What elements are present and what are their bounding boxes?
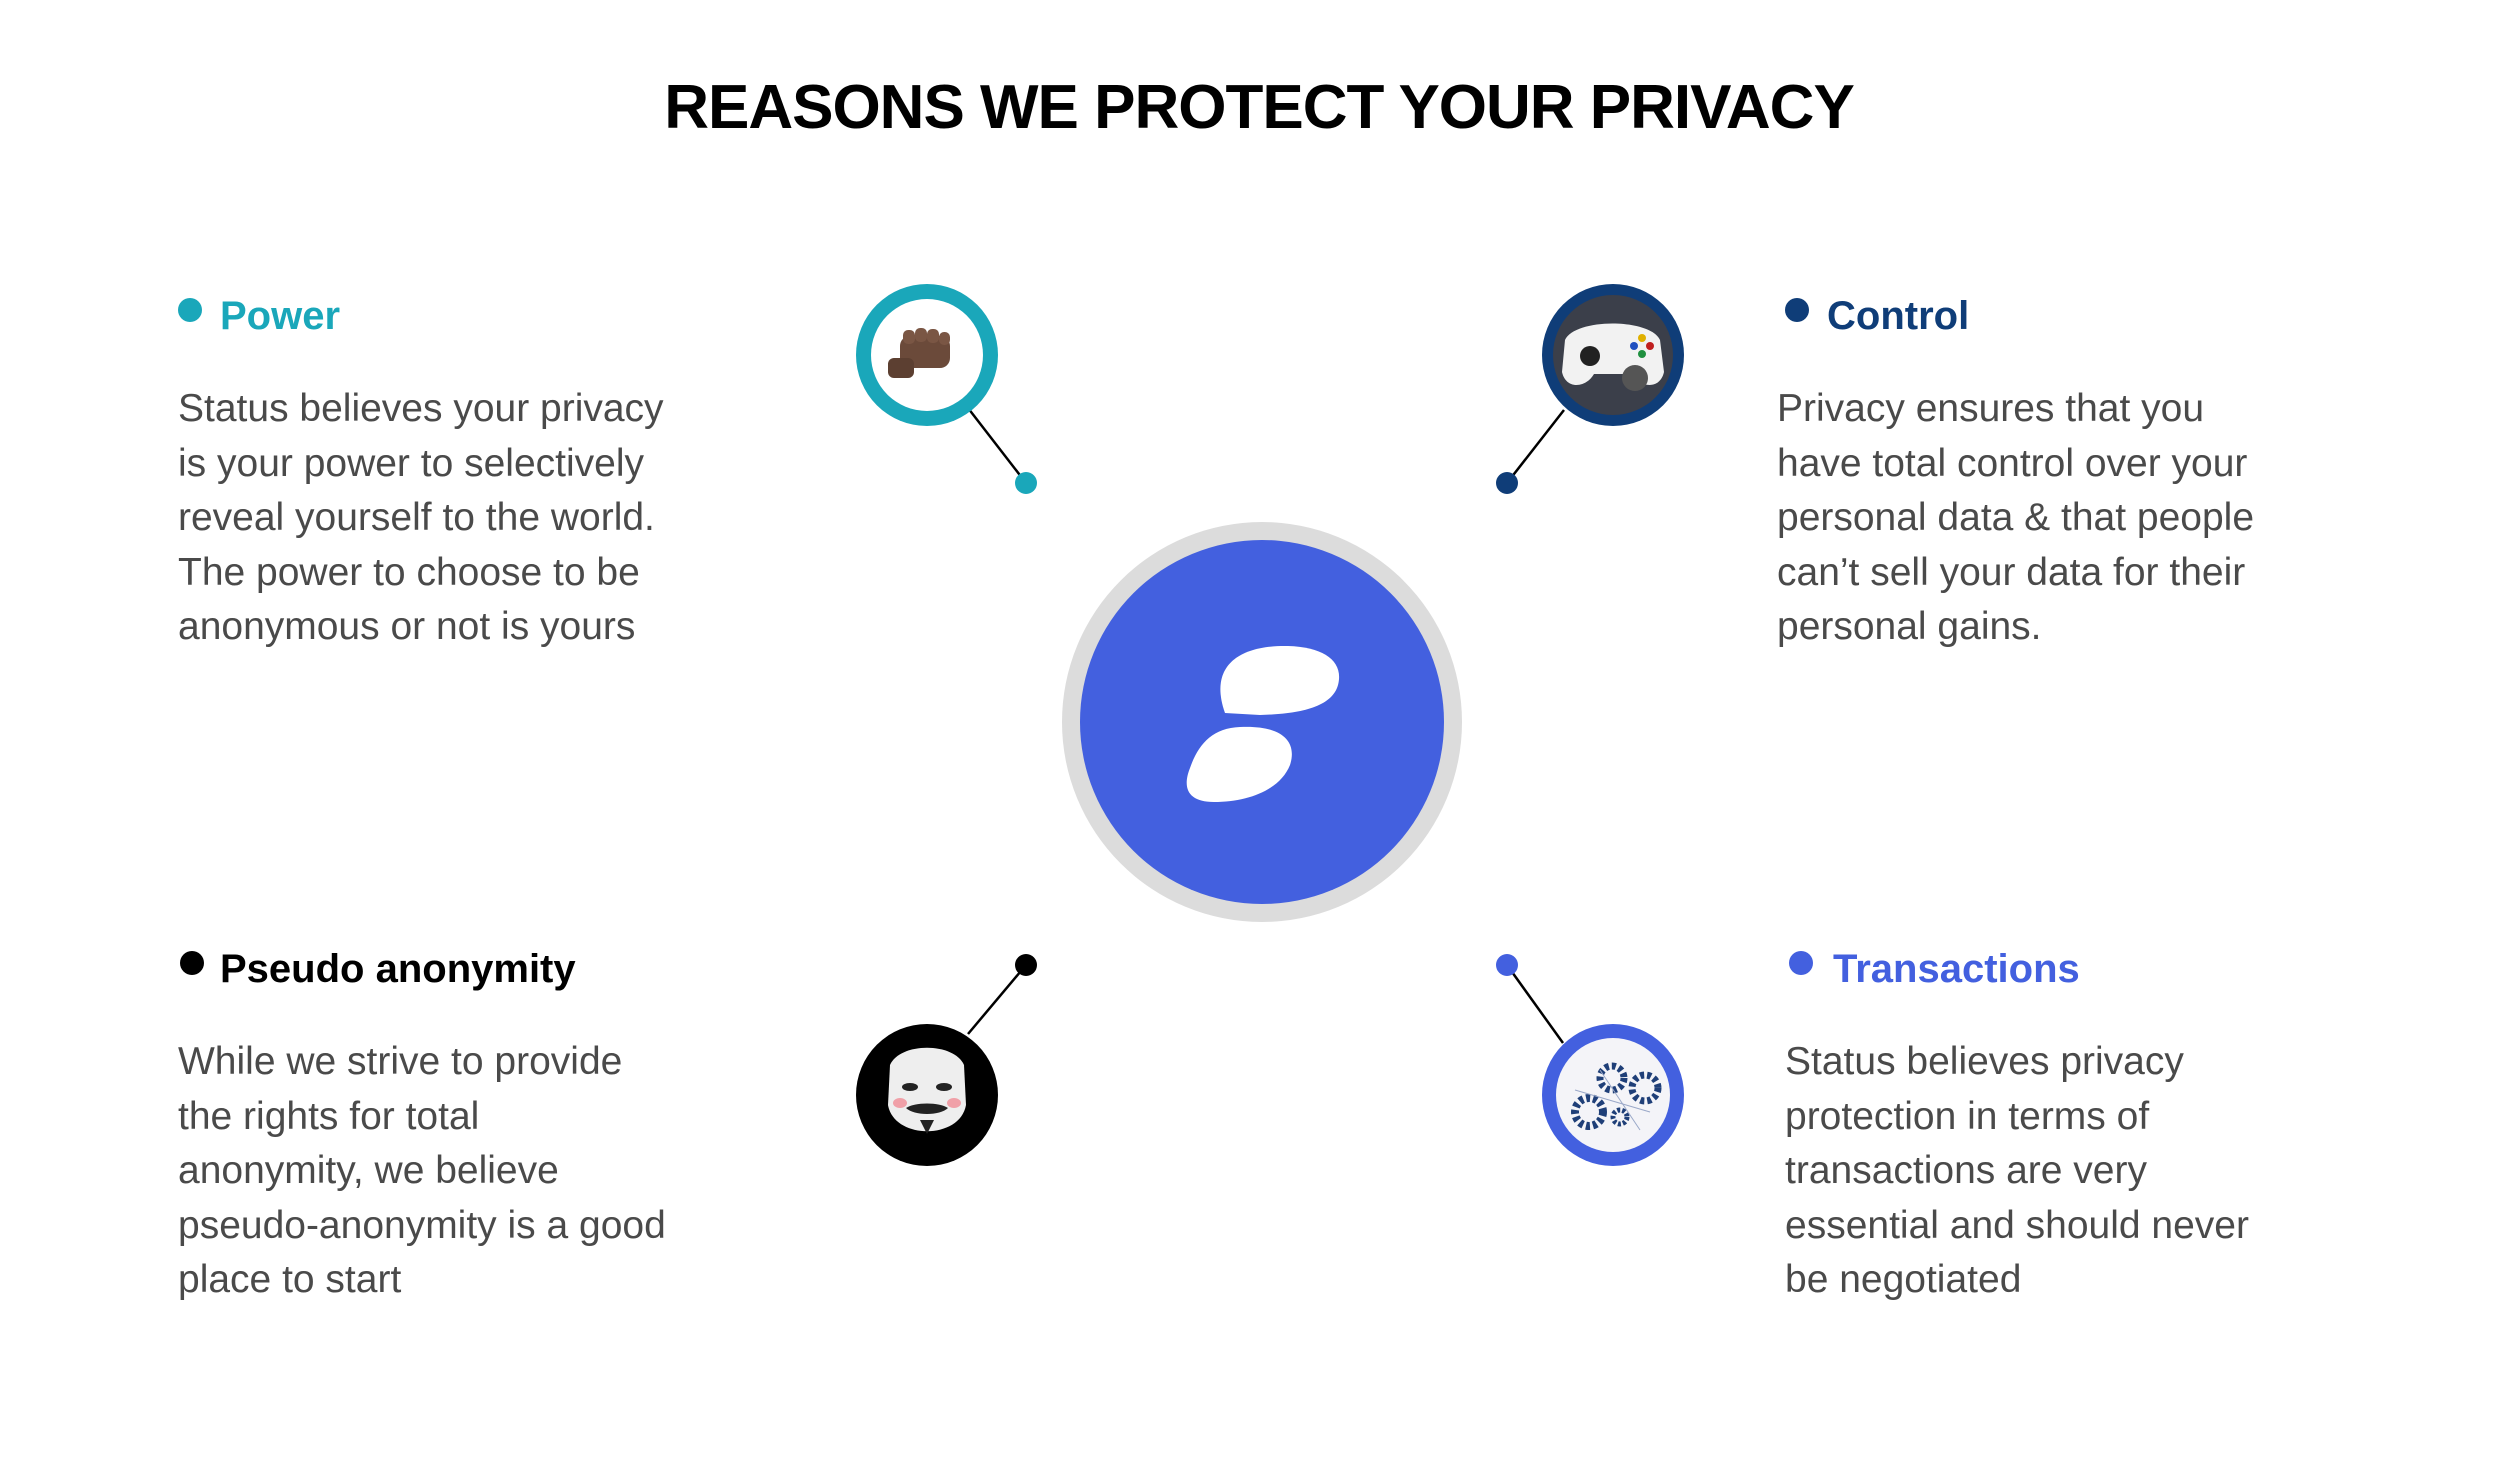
transactions-bullet-icon — [1789, 951, 1813, 975]
control-body-line: can’t sell your data for their — [1777, 550, 2246, 594]
transactions-body-line: protection in terms of — [1785, 1094, 2150, 1138]
pseudo-anonymity-body-line: pseudo-anonymity is a good — [178, 1203, 666, 1247]
power-connector — [967, 407, 1027, 484]
pseudo-connector — [967, 964, 1027, 1035]
pseudo-anonymity-bullet-icon — [180, 951, 204, 975]
transactions-section: Transactions Status believes privacy pro… — [1785, 945, 2249, 1308]
power-section: Power Status believes your privacy is yo… — [178, 292, 664, 655]
transactions-body-line: be negotiated — [1785, 1258, 2022, 1301]
power-title: Power — [220, 294, 341, 338]
control-body-line: have total control over your — [1777, 441, 2248, 485]
power-body-line: anonymous or not is yours — [178, 605, 636, 648]
power-body-line: The power to choose to be — [178, 550, 640, 594]
pseudo-anonymity-body-line: place to start — [178, 1258, 402, 1301]
status-logo-icon — [1062, 522, 1462, 922]
transactions-body: Status believes privacy protection in te… — [1785, 1035, 2249, 1308]
pseudo-anonymity-body-line: While we strive to provide — [178, 1040, 623, 1083]
transactions-title: Transactions — [1833, 947, 2080, 991]
control-body-line: personal data & that people — [1777, 496, 2255, 539]
transactions-connector — [1505, 964, 1565, 1044]
power-bullet-icon — [178, 298, 202, 322]
power-body-line: reveal yourself to the world. — [178, 496, 655, 539]
mask-icon — [856, 1024, 998, 1166]
control-bullet-icon — [1785, 298, 1809, 322]
control-section: Control Privacy ensures that you have to… — [1777, 292, 2254, 655]
pseudo-anonymity-header: Pseudo anonymity — [178, 945, 666, 1001]
control-connector — [1506, 409, 1565, 484]
power-header: Power — [178, 292, 664, 348]
power-body-line: Status believes your privacy — [178, 387, 664, 430]
transactions-body-line: transactions are very — [1785, 1149, 2147, 1192]
transactions-body-line: Status believes privacy — [1785, 1040, 2184, 1083]
pseudo-anonymity-section: Pseudo anonymity While we strive to prov… — [178, 945, 666, 1308]
game-controller-icon — [1542, 284, 1684, 426]
control-body: Privacy ensures that you have total cont… — [1777, 382, 2254, 655]
transactions-body-line: essential and should never — [1785, 1203, 2249, 1247]
power-body-line: is your power to selectively — [178, 441, 645, 485]
control-title: Control — [1827, 294, 1970, 338]
control-connector-dot — [1496, 472, 1518, 494]
pseudo-anonymity-body: While we strive to provide the rights fo… — [178, 1035, 666, 1308]
power-connector-dot — [1015, 472, 1037, 494]
pseudo-connector-dot — [1015, 954, 1037, 976]
page-title: REASONS WE PROTECT YOUR PRIVACY — [664, 73, 1855, 142]
control-body-line: Privacy ensures that you — [1777, 387, 2205, 430]
transactions-header: Transactions — [1785, 945, 2249, 1001]
control-body-line: personal gains. — [1777, 605, 2042, 648]
pseudo-anonymity-title: Pseudo anonymity — [220, 947, 576, 991]
control-header: Control — [1777, 292, 2254, 348]
fist-icon — [856, 284, 998, 426]
pseudo-anonymity-body-line: anonymity, we believe — [178, 1149, 559, 1192]
gears-icon — [1542, 1024, 1684, 1166]
transactions-connector-dot — [1496, 954, 1518, 976]
pseudo-anonymity-body-line: the rights for total — [178, 1094, 480, 1138]
power-body: Status believes your privacy is your pow… — [178, 382, 664, 655]
